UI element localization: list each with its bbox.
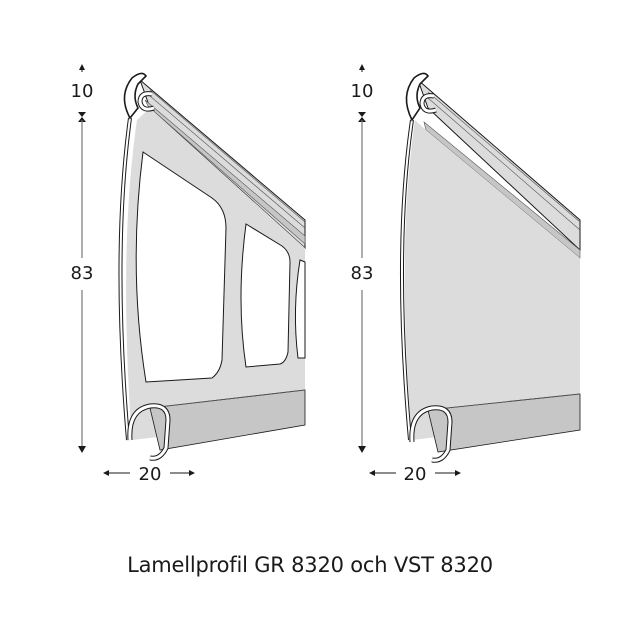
profile-vst-8320 — [400, 72, 581, 463]
dim-top-right: 10 — [351, 81, 374, 102]
dim-width-left: 20 — [139, 464, 162, 485]
figure-caption: Lamellprofil GR 8320 och VST 8320 — [127, 553, 493, 577]
profile-gr-8320 — [118, 72, 306, 461]
dim-top-left: 10 — [71, 81, 94, 102]
window-3 — [294, 259, 306, 359]
window-1 — [135, 151, 227, 383]
window-2 — [240, 223, 291, 368]
dim-height-right: 83 — [351, 263, 374, 284]
dim-width-right: 20 — [404, 464, 427, 485]
dim-height-left: 83 — [71, 263, 94, 284]
dimensions-left: 10 83 20 — [71, 64, 195, 485]
dimensions-right: 10 83 20 — [351, 64, 461, 485]
